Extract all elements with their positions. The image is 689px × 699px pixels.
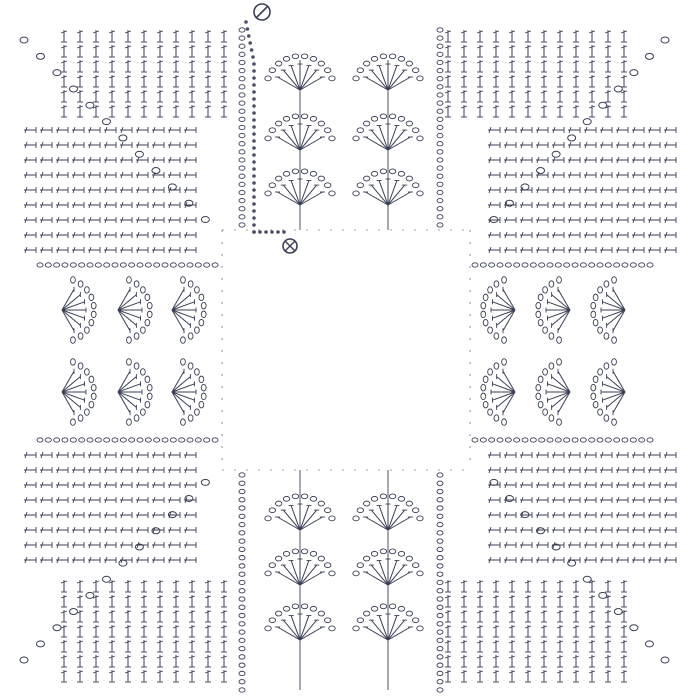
corner-seam (19, 36, 210, 224)
end-marker (282, 238, 298, 254)
chain-line (36, 437, 219, 443)
fan-motif (352, 548, 424, 586)
corner-seam (489, 478, 670, 664)
chain-line (238, 27, 246, 228)
fan-motif (535, 276, 571, 344)
fan-motif (480, 358, 516, 426)
bottom-left-corner-columns (60, 580, 228, 683)
top-right-corner-rows (488, 126, 677, 254)
fan-motif (171, 276, 207, 344)
fan-motif (590, 358, 626, 426)
corner-seam (489, 36, 670, 224)
bottom-right-corner-rows (488, 451, 677, 564)
top-right-corner-columns (444, 30, 628, 118)
start-marker (253, 3, 271, 21)
chain-loops (36, 20, 654, 693)
chain-line (436, 27, 444, 228)
chain-line (436, 472, 444, 693)
chain-line (471, 437, 654, 443)
bottom-right-corner-columns (444, 580, 628, 683)
fan-motif (352, 493, 424, 531)
fan-lace-panels (61, 53, 626, 690)
start-end-markers (253, 3, 298, 254)
fan-motif (171, 358, 207, 426)
start-trail (244, 20, 286, 234)
top-left-corner-columns (60, 30, 228, 118)
fan-motif (117, 276, 153, 344)
fan-motif (61, 358, 97, 426)
corner-seam (19, 478, 210, 664)
fan-motif (480, 276, 516, 344)
fan-motif (264, 603, 336, 641)
chain-line (471, 262, 654, 268)
corner-stitch-grids (19, 30, 677, 683)
chain-line (238, 472, 246, 693)
fan-motif (535, 358, 571, 426)
fan-motif (352, 113, 424, 151)
fan-motif (117, 358, 153, 426)
fan-motif (264, 53, 336, 91)
top-left-corner-rows (24, 126, 197, 254)
bottom-left-corner-rows (24, 451, 197, 564)
fan-motif (590, 276, 626, 344)
inner-window-edge (221, 229, 471, 471)
chain-line (36, 262, 219, 268)
fan-motif (61, 276, 97, 344)
fan-motif (264, 113, 336, 151)
